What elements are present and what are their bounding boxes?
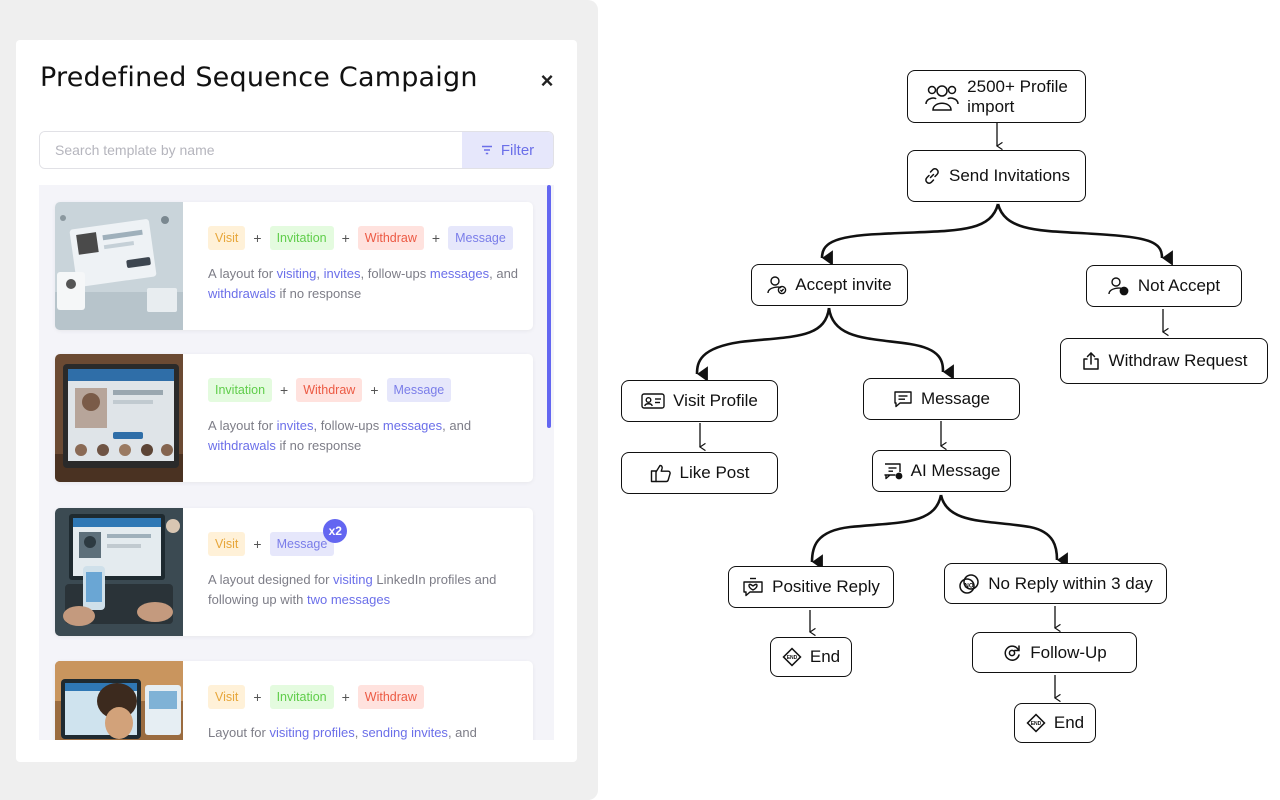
template-description: A layout for visiting, invites, follow-u… [208, 264, 520, 304]
description-highlight: visiting [333, 572, 373, 587]
svg-text:NO: NO [965, 583, 974, 589]
profile-import-node: 2500+ Profile import [907, 70, 1086, 123]
description-text: , follow-ups [360, 266, 430, 281]
svg-text:END: END [1031, 721, 1042, 727]
tag-row: Visit + Message x2 [208, 519, 348, 556]
flow-connectors [695, 123, 1173, 800]
search-input[interactable] [40, 132, 462, 168]
tag-row: Visit + Invitation + Withdraw [208, 685, 424, 709]
end-icon: END [1026, 713, 1046, 733]
description-text: , and [442, 418, 472, 433]
follow-up-node: Follow-Up [972, 632, 1137, 673]
tag-row: Visit + Invitation + Withdraw + Message [208, 226, 513, 250]
tag-row: Invitation + Withdraw + Message [208, 378, 452, 402]
description-highlight: sending invites [361, 725, 448, 740]
template-description: A layout for invites, follow-ups message… [208, 416, 520, 456]
description-highlight: two messages [307, 592, 391, 607]
description-text: A layout designed for [208, 572, 334, 587]
visit-profile-node: Visit Profile [621, 380, 778, 422]
positive-chat-icon [743, 577, 763, 597]
description-text: , and [447, 725, 477, 740]
template-card[interactable]: Invitation + Withdraw + Message A layout… [55, 354, 533, 482]
description-highlight: messages [382, 418, 443, 433]
template-thumbnail-image [55, 202, 183, 330]
no-reply-node: NO No Reply within 3 day [944, 563, 1167, 604]
description-text: A layout for [208, 418, 277, 433]
share-upload-icon [1082, 352, 1099, 370]
tag-message: Message x2 [269, 519, 348, 556]
filter-button[interactable]: Filter [462, 132, 553, 168]
end-node-right: END End [1014, 703, 1096, 743]
svg-text:END: END [787, 655, 798, 661]
tag-withdraw: Withdraw [296, 378, 363, 402]
filter-label: Filter [500, 141, 535, 159]
ai-message-node: AI Message [872, 450, 1011, 492]
id-card-icon [641, 393, 665, 409]
description-highlight: withdrawals [208, 286, 276, 301]
description-text: , and [489, 266, 519, 281]
description-text: A layout for [208, 266, 277, 281]
modal-title: Predefined Sequence Campaign [40, 62, 478, 93]
description-text: if no response [275, 286, 362, 301]
no-reply-icon: NO [959, 573, 980, 594]
template-description: A layout designed for visiting LinkedIn … [208, 570, 520, 610]
description-text: LinkedIn profiles and following up with [208, 572, 497, 607]
follow-up-cycle-icon [1004, 644, 1020, 661]
description-highlight: messages [429, 266, 490, 281]
template-card[interactable]: Visit + Message x2 A layout designed for… [55, 508, 533, 636]
description-highlight: invites [323, 266, 361, 281]
like-post-node: Like Post [621, 452, 778, 494]
template-description: Layout for visiting profiles, sending in… [208, 723, 520, 740]
tag-message: Message [386, 378, 452, 402]
users-group-icon [925, 84, 959, 111]
send-invitations-node: Send Invitations [907, 150, 1086, 202]
template-thumbnail-image [55, 661, 183, 740]
message-node: Message [863, 378, 1020, 420]
description-highlight: visiting [276, 266, 317, 281]
ai-chat-icon [883, 463, 903, 480]
accept-invite-node: Accept invite [751, 264, 908, 306]
thumbs-up-icon [650, 464, 671, 483]
chat-bubble-icon [894, 391, 912, 408]
description-text: Layout for [208, 725, 270, 740]
close-button[interactable]: × [540, 68, 554, 93]
end-icon: END [782, 647, 802, 667]
filter-icon [481, 145, 492, 155]
link-icon [925, 168, 939, 184]
search-bar: Filter [39, 131, 554, 169]
tag-visit: Visit [208, 226, 246, 250]
description-text: , [316, 266, 324, 281]
tag-invitation: Invitation [269, 685, 334, 709]
end-node-left: END End [770, 637, 852, 677]
repeat-count-badge: x2 [323, 519, 348, 543]
positive-reply-node: Positive Reply [728, 566, 894, 608]
tag-invitation: Invitation [208, 378, 273, 402]
template-thumbnail-image [55, 354, 183, 482]
withdraw-request-node: Withdraw Request [1060, 338, 1268, 384]
description-text: , [354, 725, 362, 740]
tag-withdraw: Withdraw [357, 226, 424, 250]
user-check-icon [767, 276, 787, 295]
template-thumbnail-image [55, 508, 183, 636]
sequence-flowchart: 2500+ Profile import Send Invitations [600, 0, 1280, 800]
template-modal: Predefined Sequence Campaign × Filter [16, 40, 577, 762]
tag-invitation: Invitation [269, 226, 334, 250]
tag-visit: Visit [208, 685, 246, 709]
tag-withdraw: Withdraw [357, 685, 424, 709]
description-text: if no response [275, 438, 362, 453]
template-card[interactable]: Visit + Invitation + Withdraw Layout for… [55, 661, 533, 740]
not-accept-node: Not Accept [1086, 265, 1242, 307]
description-highlight: visiting profiles [269, 725, 355, 740]
scrollbar[interactable] [547, 185, 551, 428]
tag-visit: Visit [208, 532, 246, 556]
description-text: , follow-ups [313, 418, 383, 433]
user-declined-icon [1108, 277, 1129, 296]
template-list[interactable]: Visit + Invitation + Withdraw + Message … [39, 185, 554, 740]
template-card[interactable]: Visit + Invitation + Withdraw + Message … [55, 202, 533, 330]
description-highlight: withdrawals [208, 438, 276, 453]
description-highlight: invites [276, 418, 314, 433]
tag-message: Message [448, 226, 513, 250]
